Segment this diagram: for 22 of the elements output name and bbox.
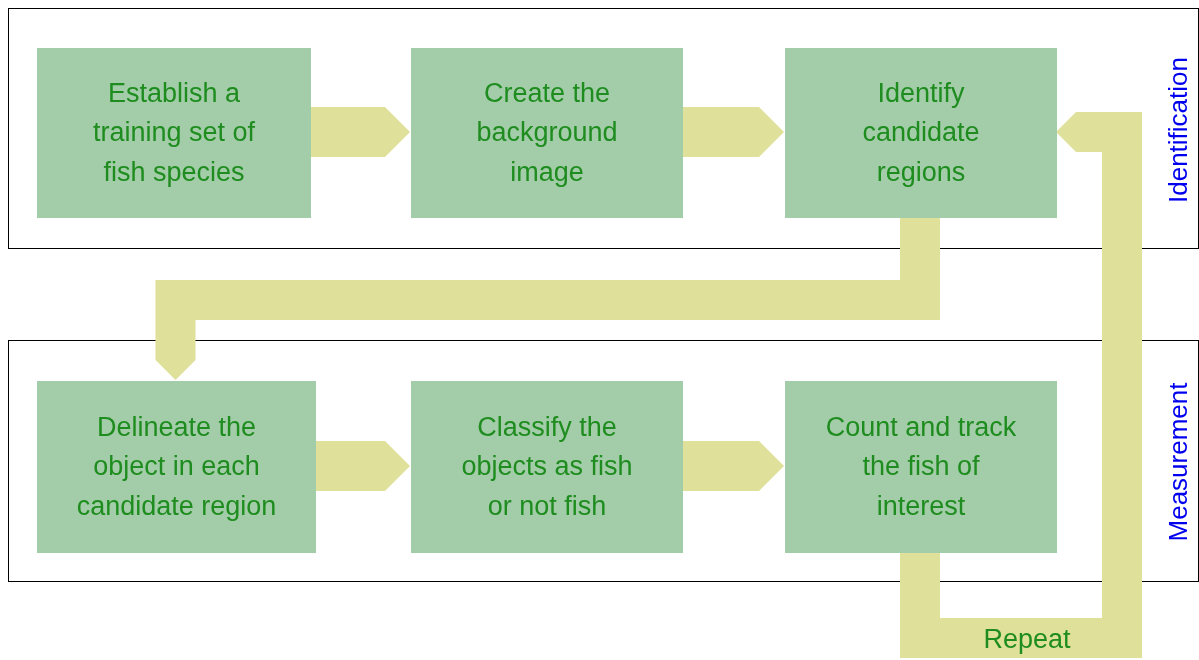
block-arrow [310, 107, 410, 157]
process-box [411, 381, 683, 553]
block-arrow [315, 441, 410, 491]
section-band [8, 340, 1199, 582]
step-text: Identify candidate regions [861, 77, 981, 189]
block-arrow [155, 217, 940, 380]
step-text: Classify the objects as fish or not fish [460, 411, 634, 523]
step-text: Count and track the fish of interest [824, 411, 1018, 523]
process-box [411, 48, 683, 218]
step-text: Establish a training set of fish species [91, 77, 257, 189]
block-arrow [900, 112, 1142, 658]
process-box [785, 48, 1057, 218]
step-text: Delineate the object in each candidate region [75, 411, 278, 523]
section-label: Identification [1165, 56, 1191, 203]
section-band [8, 8, 1199, 249]
process-box [37, 48, 311, 218]
process-box [785, 381, 1057, 553]
section-label: Measurement [1165, 382, 1191, 542]
step-text: Create the background image [475, 77, 619, 189]
process-box [37, 381, 316, 553]
block-arrow [682, 441, 784, 491]
block-arrow [682, 107, 784, 157]
